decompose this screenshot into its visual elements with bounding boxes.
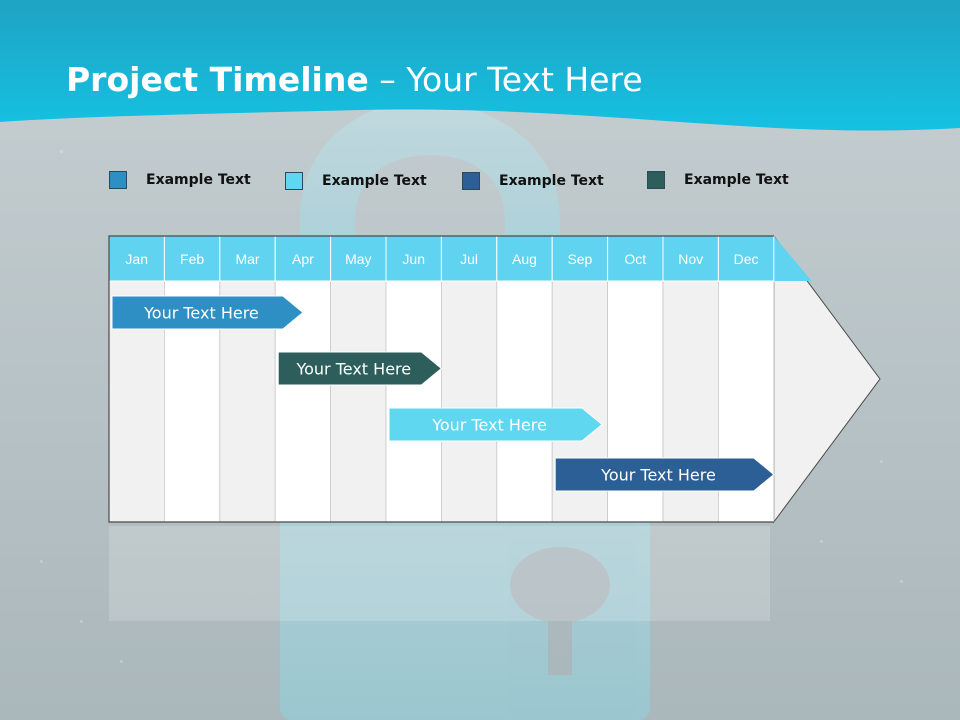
month-label: Mar bbox=[235, 251, 259, 267]
month-header-cell bbox=[440, 235, 498, 282]
timeline-arrow-header bbox=[773, 236, 812, 281]
month-label: Oct bbox=[624, 251, 646, 267]
title-rest: – Your Text Here bbox=[368, 60, 643, 99]
legend-label: Example Text bbox=[684, 172, 789, 188]
month-label: Jul bbox=[460, 251, 478, 267]
month-header-cell bbox=[496, 235, 553, 282]
task-bar bbox=[388, 407, 603, 442]
month-column bbox=[385, 280, 442, 523]
legend-label: Example Text bbox=[499, 173, 604, 189]
task-label: Your Text Here bbox=[143, 304, 259, 323]
task-bar bbox=[111, 295, 304, 330]
legend-label: Example Text bbox=[146, 172, 251, 188]
month-label: Jun bbox=[402, 251, 425, 267]
chart-reflection bbox=[109, 526, 770, 621]
month-column bbox=[330, 280, 387, 523]
task-bar bbox=[277, 351, 443, 386]
month-column bbox=[440, 280, 498, 523]
month-label: May bbox=[345, 251, 371, 267]
task-label: Your Text Here bbox=[600, 466, 716, 485]
month-header-cell bbox=[385, 235, 442, 282]
task-label: Your Text Here bbox=[431, 416, 547, 435]
month-header-cell bbox=[163, 235, 221, 282]
header-wave bbox=[0, 0, 960, 131]
month-label: Aug bbox=[512, 251, 537, 267]
month-header-cell bbox=[274, 235, 332, 282]
timeline-frame bbox=[108, 235, 774, 523]
title-bold: Project Timeline bbox=[66, 60, 369, 99]
month-header-cell bbox=[607, 235, 664, 282]
month-header-cell bbox=[551, 235, 609, 282]
month-label: Sep bbox=[567, 251, 592, 267]
legend-swatch bbox=[109, 171, 127, 189]
legend-swatch bbox=[647, 171, 665, 189]
month-label: Jan bbox=[125, 251, 148, 267]
month-label: Feb bbox=[180, 251, 204, 267]
slide-title: Project Timeline – Your Text Here bbox=[66, 60, 643, 99]
month-label: Nov bbox=[678, 251, 703, 267]
month-header-cell bbox=[108, 235, 165, 282]
legend-swatch bbox=[462, 172, 480, 190]
legend-swatch bbox=[285, 172, 303, 190]
month-column bbox=[496, 280, 553, 523]
month-header-cell bbox=[219, 235, 276, 282]
legend-label: Example Text bbox=[322, 173, 427, 189]
task-label: Your Text Here bbox=[295, 360, 411, 379]
month-label: Apr bbox=[292, 251, 314, 267]
task-bar bbox=[554, 457, 775, 492]
month-label: Dec bbox=[734, 251, 759, 267]
